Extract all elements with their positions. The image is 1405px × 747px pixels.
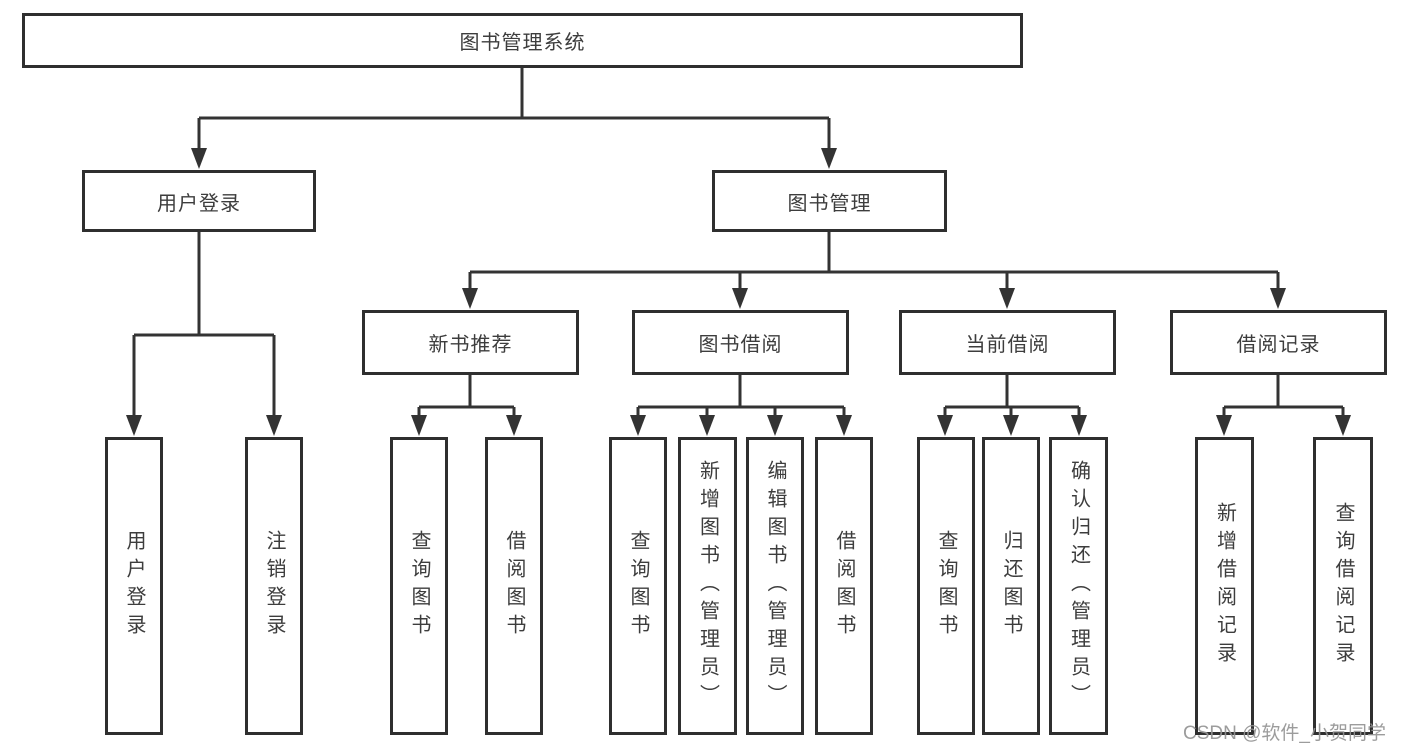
node-borrow-records: 借阅记录 — [1170, 310, 1387, 375]
leaf-records-query-record-label: 查询借阅记录 — [1332, 502, 1354, 670]
node-user-login: 用户登录 — [82, 170, 316, 232]
leaf-newbooks-borrow-books: 借阅图书 — [485, 437, 543, 735]
leaf-newbooks-query-books-label: 查询图书 — [408, 530, 430, 642]
leaf-newbooks-query-books: 查询图书 — [390, 437, 448, 735]
node-book-mgmt-label: 图书管理 — [787, 192, 872, 215]
connector-current-borrow — [943, 375, 1081, 416]
leaf-current-confirm-return-admin: 确认归还（管理员） — [1049, 437, 1108, 735]
leaf-borrow-borrow-books: 借阅图书 — [815, 437, 873, 735]
node-current-borrow: 当前借阅 — [899, 310, 1116, 375]
csdn-watermark: CSDN @软件_小贺同学 — [1183, 723, 1386, 744]
node-book-borrow: 图书借阅 — [632, 310, 849, 375]
connector-root — [197, 67, 831, 149]
leaf-user-login-label: 用户登录 — [123, 530, 145, 642]
leaf-records-add-record: 新增借阅记录 — [1195, 437, 1254, 735]
node-new-books-label: 新书推荐 — [428, 334, 513, 356]
connector-book-borrow — [636, 375, 846, 416]
connector-borrow-records — [1222, 375, 1345, 416]
leaf-borrow-borrow-books-label: 借阅图书 — [833, 530, 855, 642]
leaf-borrow-query-books-label: 查询图书 — [627, 530, 649, 642]
leaf-borrow-add-books-admin-label: 新增图书（管理员） — [696, 460, 719, 712]
leaf-borrow-add-books-admin: 新增图书（管理员） — [678, 437, 737, 735]
node-borrow-records-label: 借阅记录 — [1236, 334, 1321, 356]
node-current-borrow-label: 当前借阅 — [965, 334, 1050, 356]
node-root: 图书管理系统 — [22, 13, 1023, 68]
connector-new-books — [417, 375, 516, 416]
leaf-current-query-books-label: 查询图书 — [935, 530, 957, 642]
leaf-current-return-books: 归还图书 — [982, 437, 1040, 735]
connector-book-mgmt — [468, 232, 1280, 290]
leaf-current-query-books: 查询图书 — [917, 437, 975, 735]
leaf-borrow-edit-books-admin-label: 编辑图书（管理员） — [764, 460, 786, 712]
leaf-records-query-record: 查询借阅记录 — [1313, 437, 1373, 735]
leaf-borrow-edit-books-admin: 编辑图书（管理员） — [746, 437, 804, 735]
leaf-newbooks-borrow-books-label: 借阅图书 — [503, 530, 525, 642]
leaf-current-return-books-label: 归还图书 — [1000, 530, 1022, 642]
leaf-user-login: 用户登录 — [105, 437, 163, 735]
connector-user-login — [132, 232, 276, 416]
leaf-borrow-query-books: 查询图书 — [609, 437, 667, 735]
leaf-logout: 注销登录 — [245, 437, 303, 735]
leaf-records-add-record-label: 新增借阅记录 — [1213, 502, 1236, 670]
node-book-mgmt: 图书管理 — [712, 170, 947, 232]
node-user-login-label: 用户登录 — [157, 192, 241, 215]
arrowheads — [126, 148, 1351, 436]
leaf-logout-label: 注销登录 — [263, 530, 285, 642]
node-root-label: 图书管理系统 — [459, 32, 586, 54]
leaf-current-confirm-return-admin-label: 确认归还（管理员） — [1067, 460, 1090, 712]
node-new-books: 新书推荐 — [362, 310, 579, 375]
node-book-borrow-label: 图书借阅 — [698, 334, 783, 356]
